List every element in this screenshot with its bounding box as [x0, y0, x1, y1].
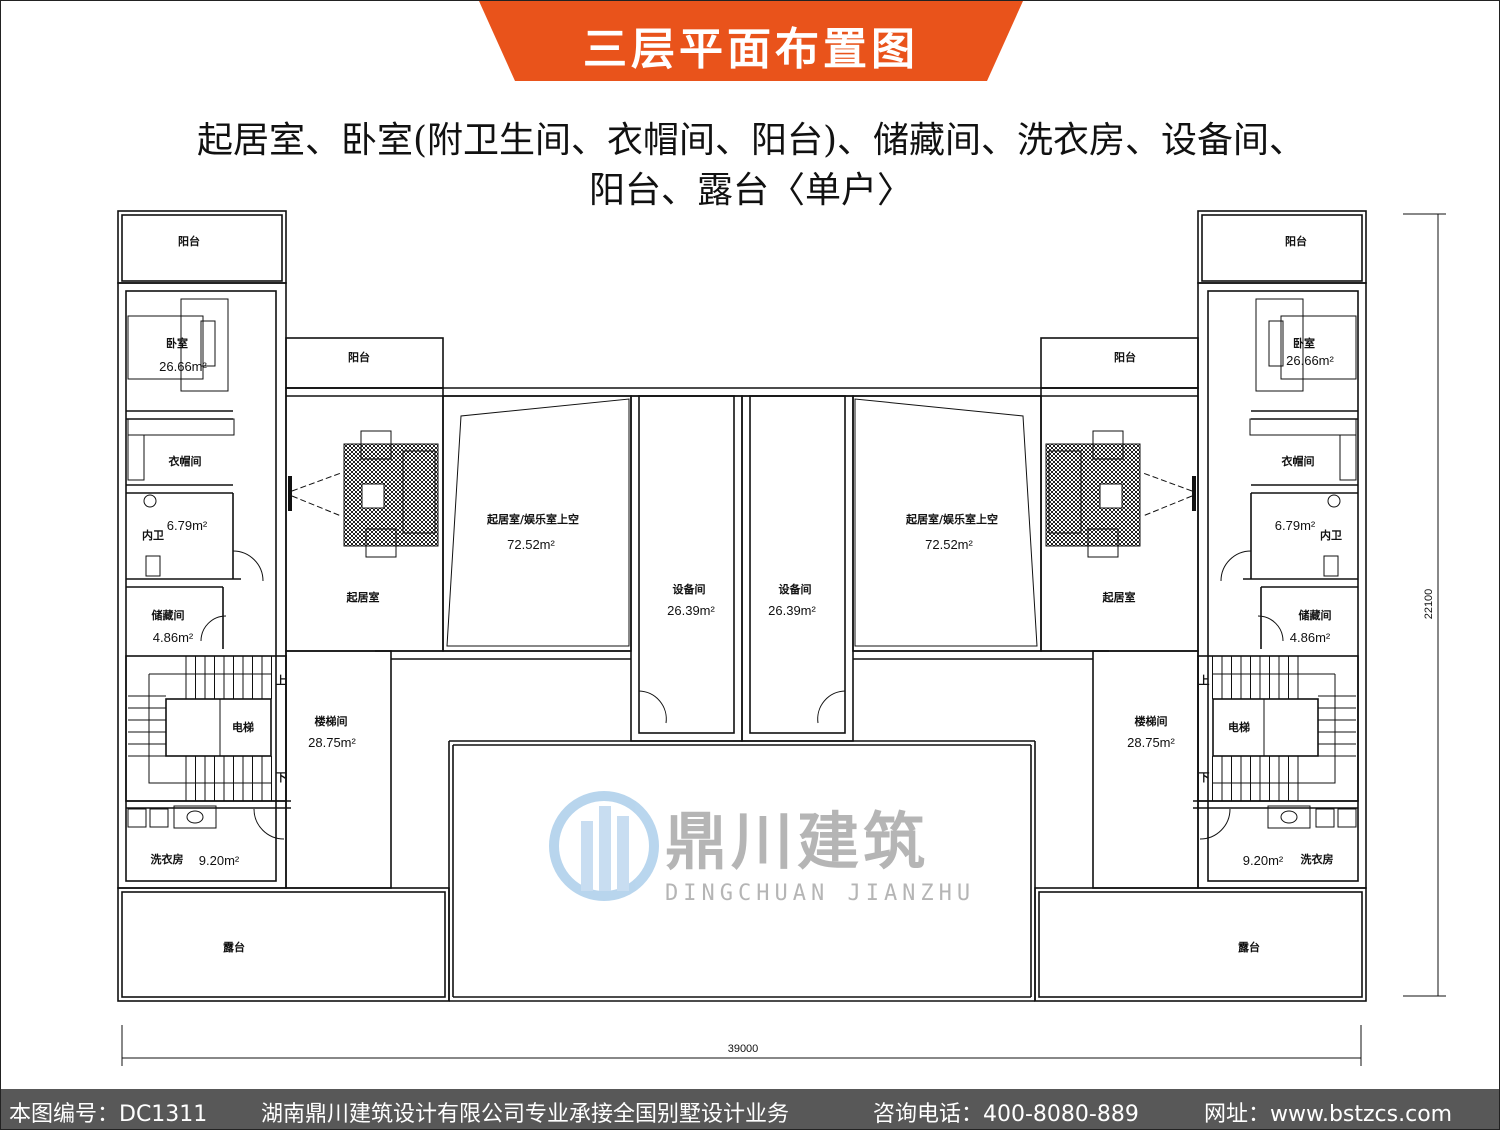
right-void-area-label: 72.52m² [925, 537, 973, 552]
left-equipment-area-label: 26.39m² [667, 603, 715, 618]
left-bathroom-label: 内卫 [142, 528, 164, 542]
right-bedroom-label: 卧室 [1293, 336, 1315, 350]
footer-bar: 本图编号：DC1311 湖南鼎川建筑设计有限公司专业承接全国别墅设计业务 咨询电… [1, 1089, 1499, 1129]
left-equipment-label: 设备间 [673, 582, 706, 596]
left-stair-up-label: 上 [276, 673, 287, 687]
footer-drawing-code: 本图编号：DC1311 [9, 1102, 208, 1127]
right-bedroom-area-label: 26.66m² [1286, 353, 1334, 368]
left-stairwell-label: 楼梯间 [315, 714, 348, 728]
right-equipment-label: 设备间 [779, 582, 812, 596]
right-stairwell-area-label: 28.75m² [1127, 735, 1175, 750]
left-void-area-label: 72.52m² [507, 537, 555, 552]
right-stairwell-label: 楼梯间 [1135, 714, 1168, 728]
left-balcony-label: 阳台 [178, 234, 200, 248]
right-living-balcony-label: 阳台 [1114, 350, 1136, 364]
left-wardrobe-label: 衣帽间 [169, 454, 202, 468]
left-living-balcony-label: 阳台 [348, 350, 370, 364]
left-unit-plan [117, 210, 743, 1002]
depth-dimension-label: 22100 [1423, 589, 1435, 620]
left-bedroom-label: 卧室 [166, 336, 188, 350]
width-dimension: 39000 [121, 1025, 1362, 1066]
footer-company: 湖南鼎川建筑设计有限公司专业承接全国别墅设计业务 [261, 1102, 790, 1127]
right-terrace-label: 露台 [1238, 940, 1260, 954]
right-laundry-label: 洗衣房 [1301, 852, 1334, 866]
right-stair-up-label: 上 [1199, 673, 1210, 687]
left-stairwell-area-label: 28.75m² [308, 735, 356, 750]
left-bedroom-area-label: 26.66m² [159, 359, 207, 374]
left-laundry-area-label: 9.20m² [199, 853, 240, 868]
left-bathroom-area-label: 6.79m² [167, 518, 208, 533]
depth-dimension: 22100 [1403, 213, 1446, 997]
watermark-subtext: DINGCHUAN JIANZHU [665, 881, 976, 906]
right-storage-label: 储藏间 [1299, 608, 1332, 622]
footer-phone: 咨询电话：400-8080-889 [873, 1102, 1139, 1127]
subtitle-line-2: 阳台、露台〈单户〉 [588, 170, 913, 211]
right-storage-area-label: 4.86m² [1290, 630, 1331, 645]
floor-plan-drawing: 39000 22100 阳台卧室26.66m²阳台衣帽间内卫6.79m²储藏间4… [117, 210, 1446, 1066]
right-living-label: 起居室 [1102, 590, 1136, 604]
right-elevator-label: 电梯 [1228, 720, 1250, 734]
right-wardrobe-label: 衣帽间 [1282, 454, 1315, 468]
left-stair-down-label: 下 [276, 771, 287, 784]
right-void-label: 起居室/娱乐室上空 [905, 512, 998, 526]
right-stair-down-label: 下 [1199, 771, 1210, 784]
left-elevator-label: 电梯 [232, 720, 254, 734]
right-laundry-area-label: 9.20m² [1243, 853, 1284, 868]
left-void-label: 起居室/娱乐室上空 [486, 512, 579, 526]
title-banner [479, 1, 1023, 81]
left-terrace-label: 露台 [223, 940, 245, 954]
width-dimension-label: 39000 [728, 1043, 759, 1055]
watermark-text: 鼎川建筑 [665, 805, 930, 878]
left-living-label: 起居室 [346, 590, 380, 604]
footer-website[interactable]: 网址：www.bstzcs.com [1204, 1102, 1453, 1127]
right-bathroom-label: 内卫 [1320, 528, 1342, 542]
watermark-logo [549, 791, 659, 901]
left-storage-label: 储藏间 [152, 608, 185, 622]
right-bathroom-area-label: 6.79m² [1275, 518, 1316, 533]
right-equipment-area-label: 26.39m² [768, 603, 816, 618]
left-storage-area-label: 4.86m² [153, 630, 194, 645]
left-laundry-label: 洗衣房 [151, 852, 184, 866]
page-title: 三层平面布置图 [583, 24, 919, 75]
right-balcony-label: 阳台 [1285, 234, 1307, 248]
subtitle-line-1: 起居室、卧室(附卫生间、衣帽间、阳台)、储藏间、洗衣房、设备间、 [196, 120, 1306, 161]
